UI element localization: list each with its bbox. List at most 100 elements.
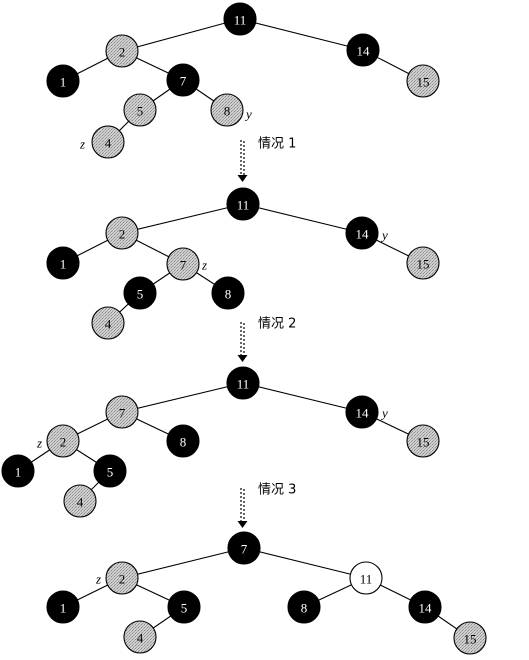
tree-1-node-7: 7 xyxy=(166,63,200,97)
node-key: 2 xyxy=(60,435,67,450)
tree-3-node-5: 5 xyxy=(93,454,127,488)
node-key: 15 xyxy=(464,632,477,647)
node-key: 14 xyxy=(419,601,433,616)
tree-1-node-11: 11 xyxy=(223,2,257,36)
node-circle-black xyxy=(93,454,127,488)
tree-1-node-14: 14 xyxy=(346,33,380,67)
node-key: 4 xyxy=(105,136,112,151)
node-circle-grey xyxy=(453,621,487,655)
tree-3-node-7: 7 xyxy=(105,395,139,429)
node-circle-black xyxy=(211,276,245,310)
tree-4-node-7: 7 xyxy=(227,531,261,565)
node-key: 2 xyxy=(119,572,126,587)
node-circle-grey xyxy=(46,424,80,458)
case-2-label: 情况 2 xyxy=(258,317,296,332)
node-tag-z: z xyxy=(201,258,207,273)
node-key: 11 xyxy=(234,13,247,28)
tree-3-edge-11-7 xyxy=(121,382,244,413)
node-circle-grey xyxy=(406,424,440,458)
tree-4-node-8: 8 xyxy=(287,590,321,624)
node-circle-black xyxy=(345,395,379,429)
tree-2-node-11: 11 xyxy=(226,187,260,221)
node-key: 15 xyxy=(417,257,430,272)
node-tag-y: y xyxy=(380,228,388,243)
node-key: 2 xyxy=(119,227,126,242)
node-circle-black xyxy=(46,246,80,280)
tree-3-node-8: 8 xyxy=(166,424,200,458)
node-circle-grey xyxy=(105,395,139,429)
node-circle-black xyxy=(227,531,261,565)
node-key: 7 xyxy=(180,74,187,89)
node-key: 5 xyxy=(107,465,114,480)
node-key: 5 xyxy=(137,287,144,302)
node-circle-black xyxy=(166,63,200,97)
node-circle-black xyxy=(1,454,35,488)
tree-4-node-2: 2z xyxy=(95,561,139,595)
node-tag-z: z xyxy=(36,436,42,451)
tree-1-node-15: 15 xyxy=(406,64,440,98)
node-key: 5 xyxy=(181,601,188,616)
tree-1-node-2: 2 xyxy=(105,34,139,68)
node-tag-z: z xyxy=(79,137,85,152)
node-key: 8 xyxy=(301,601,308,616)
node-key: 15 xyxy=(417,75,430,90)
node-key: 4 xyxy=(105,317,112,332)
node-circle-black xyxy=(223,2,257,36)
node-circle-grey xyxy=(166,247,200,281)
node-key: 2 xyxy=(119,45,126,60)
tree-4-node-15: 15 xyxy=(453,621,487,655)
tree-2-edge-11-2 xyxy=(121,203,244,234)
tree-3-node-14: 14 y xyxy=(345,395,388,429)
tree-3-node-11: 11 xyxy=(226,366,260,400)
node-key: 1 xyxy=(15,465,22,480)
node-circle-grey xyxy=(210,93,244,127)
node-key: 7 xyxy=(119,406,126,421)
tree-4-node-4: 4 xyxy=(123,620,157,654)
node-key: 1 xyxy=(60,257,67,272)
node-circle-grey xyxy=(105,561,139,595)
node-circle-black xyxy=(287,590,321,624)
node-circle-grey xyxy=(406,246,440,280)
node-circle-black xyxy=(226,187,260,221)
node-tag-y: y xyxy=(380,406,388,421)
node-key: 14 xyxy=(356,227,370,242)
tree-3-node-15: 15 xyxy=(406,424,440,458)
node-tag-y: y xyxy=(244,107,252,122)
tree-2-edge-11-14 xyxy=(242,203,363,234)
tree-2-node-2: 2 xyxy=(105,216,139,250)
node-key: 8 xyxy=(225,287,232,302)
node-circle-grey xyxy=(63,484,97,518)
case-3-label: 情况 3 xyxy=(258,483,296,498)
node-circle-grey xyxy=(105,216,139,250)
tree-1-edge-11-2 xyxy=(121,18,241,52)
node-circle-black xyxy=(46,590,80,624)
tree-2-node-5: 5 xyxy=(123,276,157,310)
node-circle-grey xyxy=(123,93,157,127)
tree-4-node-1: 1 xyxy=(46,590,80,624)
node-key: 4 xyxy=(137,631,144,646)
case-1-arrow: 情况 1 xyxy=(237,137,296,182)
node-circle-grey xyxy=(105,34,139,68)
node-circle-grey xyxy=(91,125,125,159)
case-2-arrow: 情况 2 xyxy=(237,317,296,362)
node-key: 5 xyxy=(137,104,144,119)
node-key: 4 xyxy=(77,495,84,510)
node-circle-black xyxy=(345,216,379,250)
node-key: 1 xyxy=(60,75,67,90)
node-tag-z: z xyxy=(95,572,101,587)
case-arrows: 情况 1 情况 2 情况 3 xyxy=(237,137,296,528)
tree-2-node-14: 14 y xyxy=(345,216,388,250)
tree-3-edge-11-14 xyxy=(242,382,363,413)
tree-4-node-5: 5 xyxy=(167,590,201,624)
node-key: 15 xyxy=(417,435,430,450)
tree-3-node-1: 1 xyxy=(1,454,35,488)
node-key: 14 xyxy=(356,406,370,421)
node-circle-black xyxy=(346,33,380,67)
node-circle-black xyxy=(46,64,80,98)
